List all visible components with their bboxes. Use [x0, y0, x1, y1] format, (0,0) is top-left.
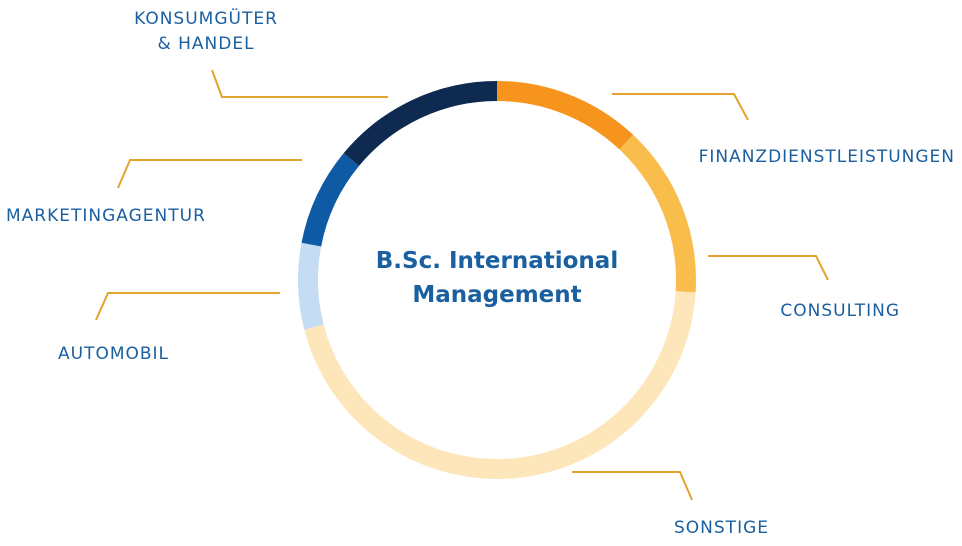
center-title-line1: B.Sc. International [376, 248, 618, 274]
donut-slice-4 [301, 153, 360, 247]
slice-label-konsumgueter-line1: KONSUMGÜTER [134, 7, 278, 29]
leader-line-konsumgueter [211, 69, 388, 98]
leader-line-marketingagentur [117, 159, 302, 189]
slice-label-finanz: FINANZDIENSTLEISTUNGEN [699, 147, 955, 167]
donut-slice-5 [343, 81, 498, 166]
leader-line-consulting [708, 255, 829, 281]
slice-label-sonstige: SONSTIGE [674, 518, 769, 538]
donut-slice-1 [619, 134, 696, 293]
donut-slice-2 [304, 291, 696, 479]
leader-line-finanz [612, 93, 749, 121]
donut-slice-3 [298, 242, 324, 330]
donut-slice-0 [496, 81, 634, 150]
donut-ring [298, 81, 696, 479]
center-title-line2: Management [412, 282, 581, 308]
slice-label-automobil: AUTOMOBIL [58, 344, 169, 364]
leader-line-sonstige [572, 471, 693, 501]
slice-label-marketingagentur: MARKETINGAGENTUR [6, 206, 206, 226]
leader-line-automobil [95, 292, 280, 321]
slice-label-consulting: CONSULTING [780, 301, 900, 321]
slice-label-konsumgueter-line2: & HANDEL [157, 34, 254, 54]
